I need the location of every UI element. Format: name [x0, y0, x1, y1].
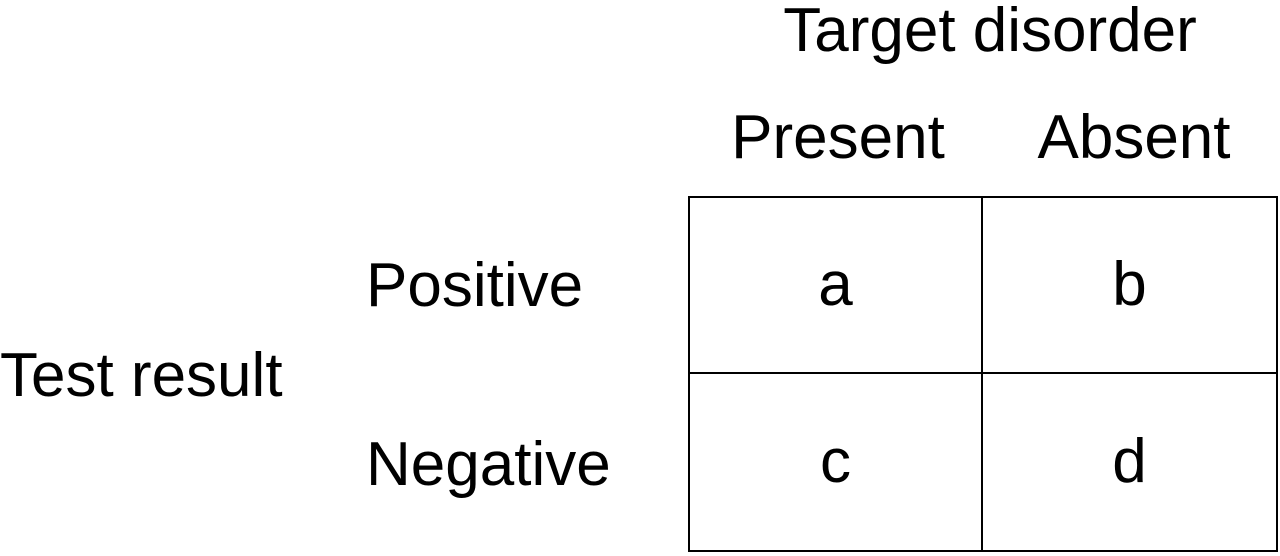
row-header-positive: Positive — [366, 251, 584, 320]
column-header-present: Present — [731, 103, 945, 172]
contingency-table: a b c d — [688, 196, 1278, 552]
column-header-absent: Absent — [1037, 103, 1231, 172]
cell-b: b — [983, 198, 1276, 374]
row-header-negative: Negative — [366, 430, 611, 499]
cell-a: a — [690, 198, 983, 374]
row-axis-title: Test result — [0, 341, 283, 410]
cell-c: c — [690, 374, 983, 550]
column-axis-title: Target disorder — [783, 0, 1197, 65]
cell-d: d — [1112, 427, 1147, 496]
